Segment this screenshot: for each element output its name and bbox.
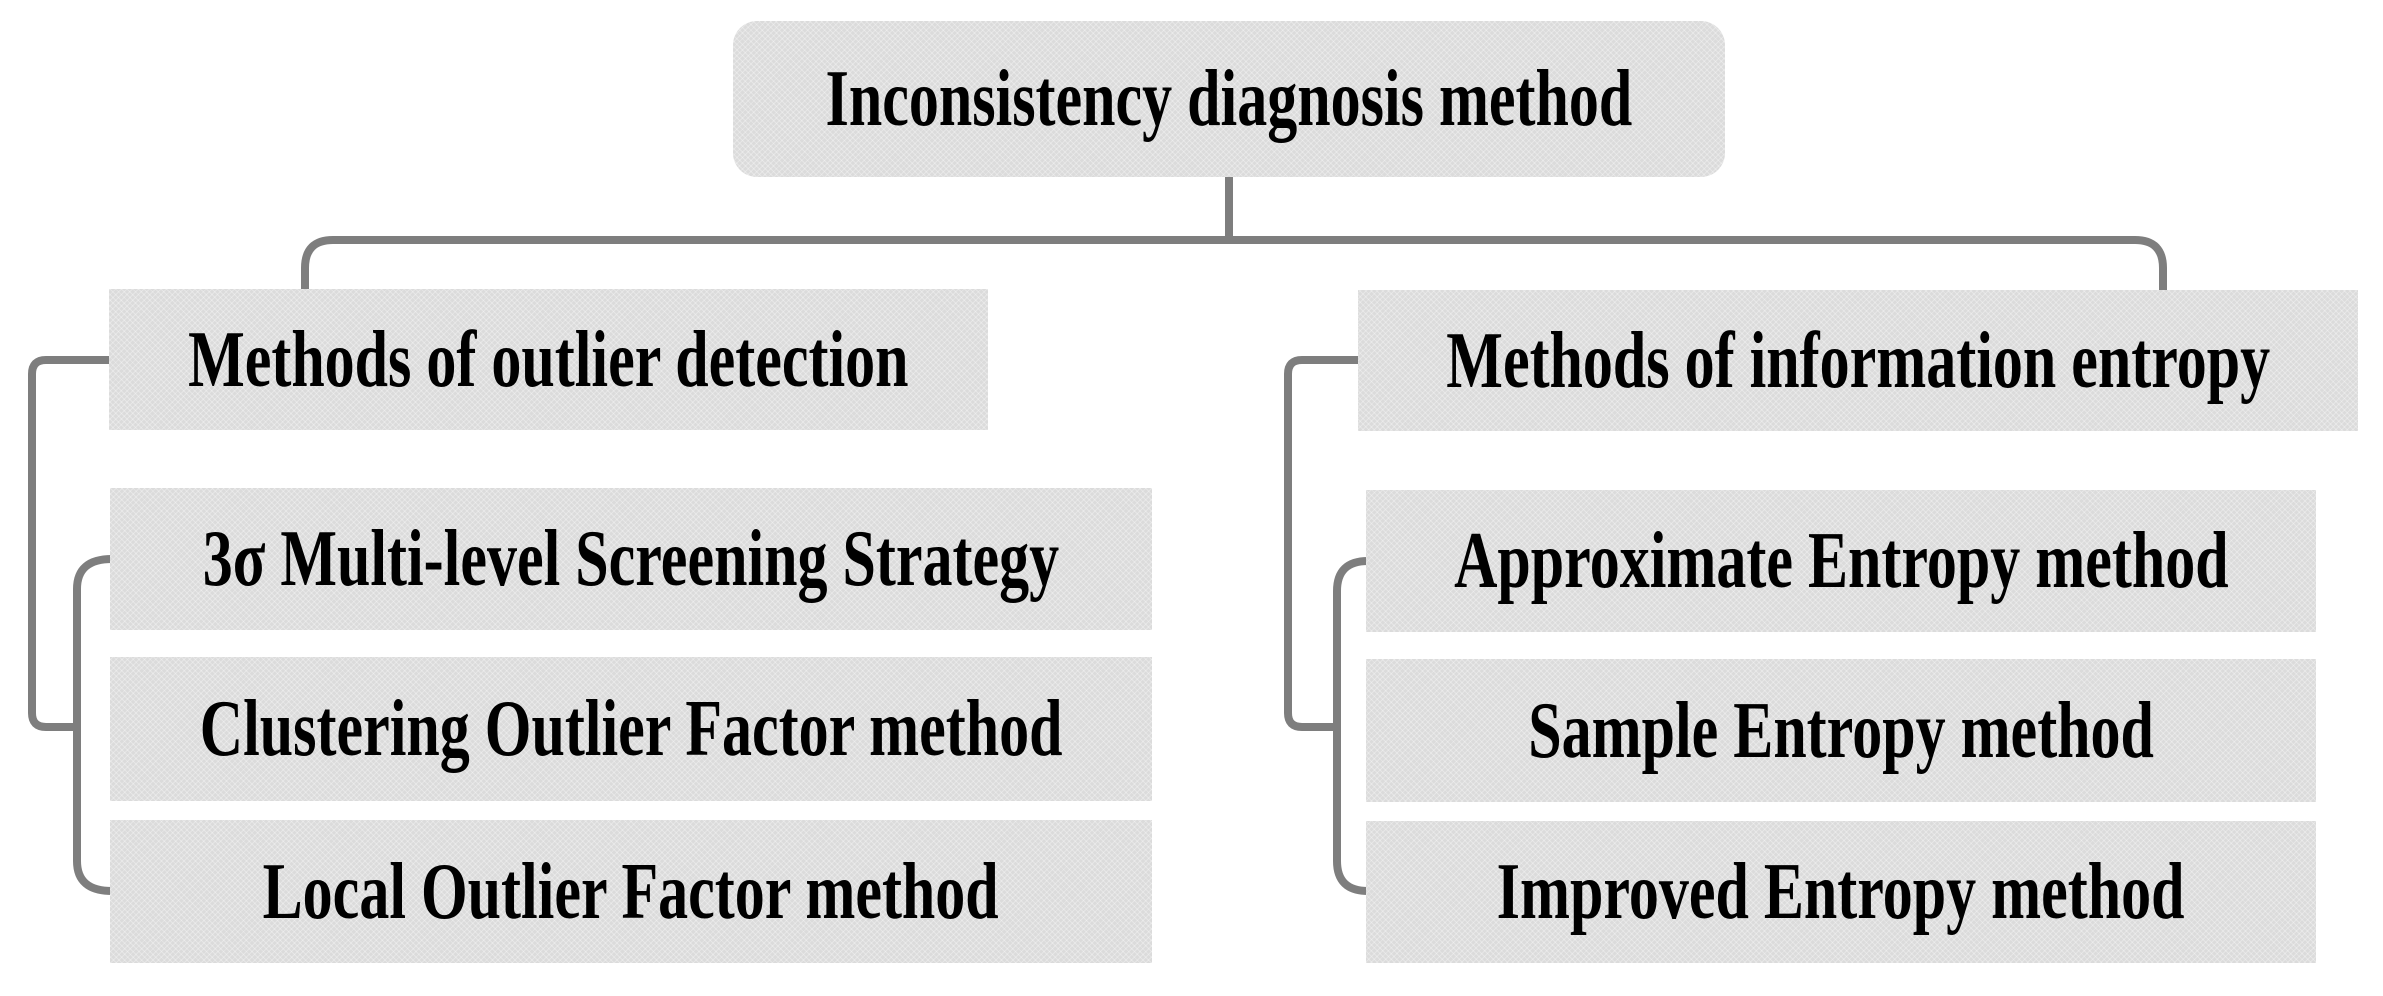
left-spine (73, 555, 113, 895)
node-clustering-outlier-factor-label: Clustering Outlier Factor method (199, 685, 1063, 773)
node-local-outlier-factor: Local Outlier Factor method (110, 820, 1152, 963)
node-information-entropy-header: Methods of information entropy (1358, 290, 2358, 431)
right-bracket (1284, 356, 1360, 731)
node-improved-entropy-label: Improved Entropy method (1497, 848, 2185, 936)
node-3sigma-screening-label: 3σ Multi-level Screening Strategy (202, 515, 1060, 603)
node-information-entropy-label: Methods of information entropy (1446, 316, 2270, 405)
node-sample-entropy: Sample Entropy method (1366, 659, 2316, 802)
node-approximate-entropy-label: Approximate Entropy method (1453, 517, 2229, 605)
node-3sigma-screening: 3σ Multi-level Screening Strategy (110, 488, 1152, 630)
node-approximate-entropy: Approximate Entropy method (1366, 490, 2316, 632)
node-clustering-outlier-factor: Clustering Outlier Factor method (110, 657, 1152, 801)
node-root: Inconsistency diagnosis method (733, 21, 1725, 177)
node-local-outlier-factor-label: Local Outlier Factor method (262, 847, 999, 936)
right-spine (1333, 557, 1369, 895)
node-improved-entropy: Improved Entropy method (1366, 821, 2316, 963)
node-root-label: Inconsistency diagnosis method (825, 55, 1633, 143)
left-bracket (28, 356, 111, 731)
branch-connector (301, 236, 2167, 291)
node-sample-entropy-label: Sample Entropy method (1528, 686, 2154, 775)
node-outlier-detection-header: Methods of outlier detection (109, 289, 988, 430)
node-outlier-detection-label: Methods of outlier detection (188, 315, 909, 404)
